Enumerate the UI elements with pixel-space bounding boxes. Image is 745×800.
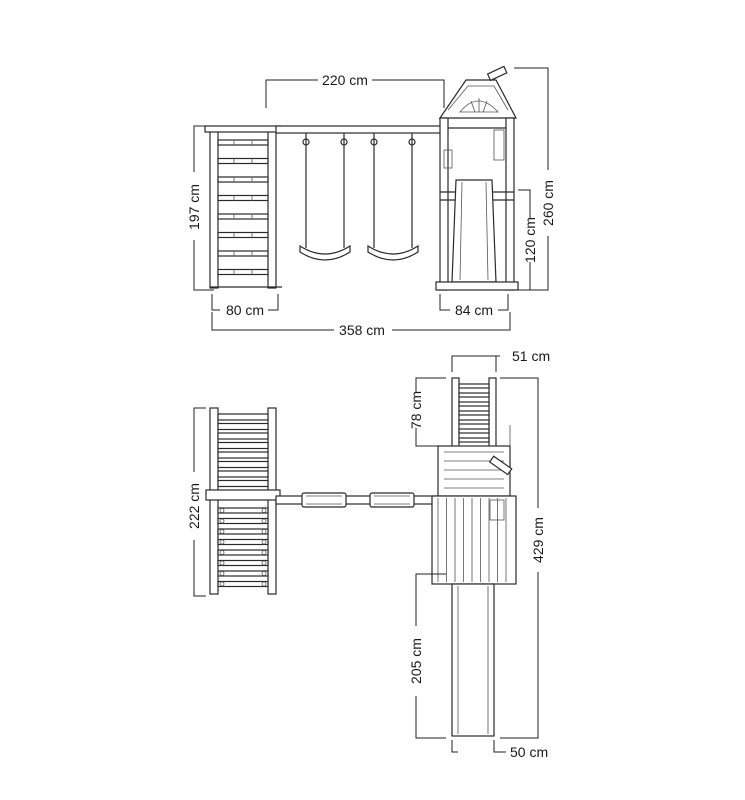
ladder-rung: [458, 392, 490, 398]
telescope: [486, 65, 508, 82]
swing-seat-left-plan: [301, 492, 347, 508]
plan-rung-hold: [219, 529, 225, 534]
climbing-rungs-plan: [217, 507, 269, 588]
plan-rung-hold: [261, 508, 267, 513]
tower-floor-boards: [444, 451, 504, 489]
slide-plan: [451, 583, 495, 737]
dim-220-side: 220 cm: [265, 72, 445, 108]
dim-120: 120 cm: [518, 189, 538, 291]
dim-label-climb-width: 80 cm: [226, 302, 264, 318]
ladder-plan: [451, 377, 497, 449]
climb-rung: [217, 268, 269, 276]
dim-label-climb-length: 222 cm: [186, 483, 202, 529]
swing-beam: [275, 125, 443, 134]
plan-rung-hold: [261, 571, 267, 576]
climbing-rungs: [217, 139, 269, 276]
dim-80: 80 cm: [211, 294, 279, 318]
plan-slat: [217, 413, 269, 421]
plan-rung: [217, 528, 269, 535]
dim-78: 78 cm: [408, 377, 446, 447]
dim-197: 197 cm: [186, 125, 214, 291]
dim-429: 429 cm: [500, 377, 546, 739]
plan-rung-hold: [219, 508, 225, 513]
plan-rung-hold: [219, 539, 225, 545]
dim-358: 358 cm: [211, 312, 511, 338]
plan-rung-hold: [219, 518, 225, 524]
dim-label-platform-height: 120 cm: [522, 217, 538, 263]
climbing-slats: [217, 413, 269, 488]
plan-rung: [217, 559, 269, 567]
plan-slat: [217, 470, 269, 478]
plan-rung-hold: [261, 518, 267, 524]
plan-rung-hold: [261, 539, 267, 545]
dim-label-climb-height: 197 cm: [186, 184, 202, 230]
ladder-rungs: [458, 383, 490, 443]
plan-rung-hold: [261, 529, 267, 534]
climb-rung: [217, 231, 269, 239]
ladder-rung: [458, 419, 490, 425]
climb-rung: [217, 194, 269, 202]
climb-rung: [217, 213, 269, 220]
plan-view: 51 cm 78 cm 222 cm 429 cm 205 cm: [186, 348, 550, 760]
plan-slat: [217, 422, 269, 431]
plan-rung-hold: [261, 560, 267, 566]
side-elevation: 220 cm 197 cm 260 cm 120 cm 80 cm: [186, 65, 556, 338]
ladder-rung: [458, 401, 490, 407]
swing-left: [299, 133, 351, 261]
dim-label-total-width: 358 cm: [339, 322, 385, 338]
dim-label-total-length: 429 cm: [530, 517, 546, 563]
dim-label-tower-width: 84 cm: [455, 302, 493, 318]
dim-205: 205 cm: [408, 573, 446, 739]
dim-label-total-height: 260 cm: [540, 180, 556, 226]
dim-label-slide-length: 205 cm: [408, 638, 424, 684]
dim-label-ladder-width: 51 cm: [512, 348, 550, 364]
ladder-rung: [458, 410, 490, 416]
plan-rung-hold: [219, 550, 225, 555]
climb-rung: [217, 176, 269, 183]
plan-rung: [217, 549, 269, 556]
dim-label-ladder-length: 78 cm: [408, 391, 424, 429]
swing-seat-right-plan: [369, 492, 415, 508]
dim-84: 84 cm: [439, 294, 509, 318]
dim-label-slide-width: 50 cm: [510, 744, 548, 760]
swing-right: [367, 133, 419, 261]
climb-rung: [217, 250, 269, 257]
plan-rung-hold: [219, 560, 225, 566]
dim-222: 222 cm: [186, 407, 206, 597]
climbing-frame-side: [204, 125, 282, 289]
telescope-plan: [488, 455, 513, 476]
plan-rung-hold: [261, 581, 267, 587]
ladder-rung: [458, 437, 490, 443]
plan-rung: [217, 517, 269, 525]
climbing-frame-plan: [205, 407, 281, 595]
dim-50: 50 cm: [451, 740, 548, 760]
climb-rung: [217, 139, 269, 146]
plan-rung: [217, 570, 269, 577]
plan-slat: [217, 441, 269, 450]
plan-slat: [217, 451, 269, 459]
plan-slat: [217, 479, 269, 488]
plan-rung: [217, 507, 269, 514]
plan-rung-hold: [219, 571, 225, 576]
plan-rung: [217, 580, 269, 588]
tower-plan: [431, 425, 517, 585]
ladder-rung: [458, 428, 490, 434]
plan-slat: [217, 432, 269, 440]
plan-slat: [217, 460, 269, 469]
ladder-rung: [458, 383, 490, 389]
plan-rung-hold: [219, 581, 225, 587]
climb-rung: [217, 157, 269, 165]
plan-rung-hold: [261, 550, 267, 555]
plan-rung: [217, 538, 269, 546]
tower-roof-boards: [437, 498, 507, 582]
tower-side: [435, 65, 519, 291]
dim-label-top-width: 220 cm: [322, 72, 368, 88]
dim-51: 51 cm: [451, 348, 550, 372]
